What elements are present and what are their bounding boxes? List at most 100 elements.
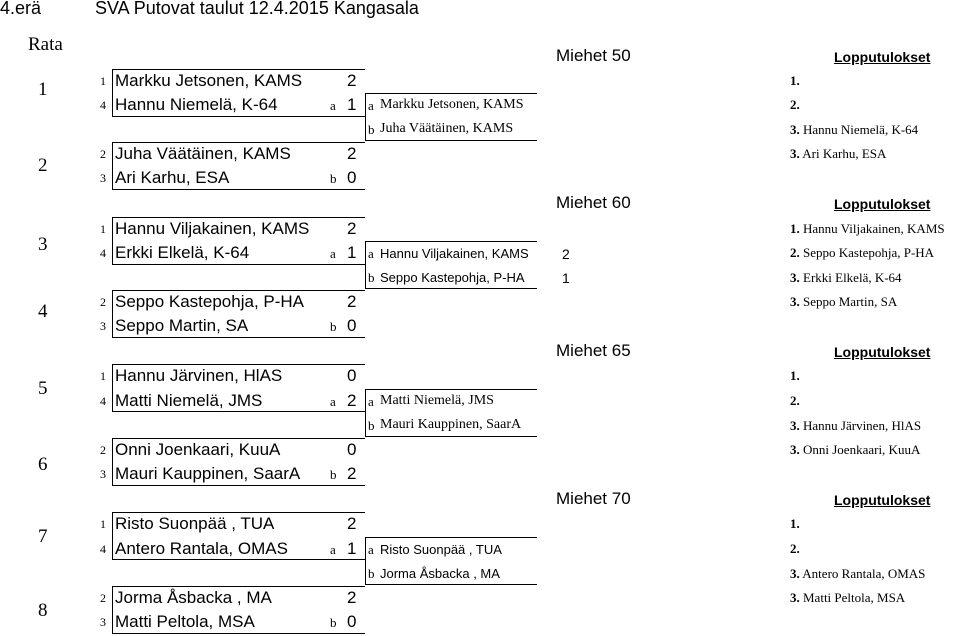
result-row: 3. Ari Karhu, ESA — [790, 146, 887, 161]
player-score: 0 — [347, 316, 357, 335]
player-name: Matti Peltola, MSA — [115, 612, 255, 631]
category-title: Miehet 70 — [556, 489, 631, 508]
result-row: 1. — [790, 73, 800, 88]
player-position: 2 — [100, 295, 106, 309]
rata-label: Rata — [28, 34, 63, 55]
player-name: Onni Joenkaari, KuuA — [115, 440, 281, 459]
match-box — [112, 69, 365, 117]
result-row: 3. Hannu Niemelä, K-64 — [790, 122, 919, 137]
player-name: Erkki Elkelä, K-64 — [115, 243, 250, 262]
result-row: 2. — [790, 393, 800, 408]
player-score: 1 — [347, 539, 357, 558]
final-tag: b — [368, 566, 375, 581]
final-box — [365, 389, 537, 437]
player-score: 0 — [347, 612, 357, 631]
player-position: 4 — [100, 394, 106, 408]
result-row: 3. Seppo Martin, SA — [790, 294, 898, 309]
result-row: 2. Seppo Kastepohja, P-HA — [790, 245, 935, 260]
player-position: 2 — [100, 147, 106, 161]
final-results-heading: Lopputulokset — [834, 344, 931, 360]
result-row: 2. — [790, 541, 800, 556]
bracket-tag: b — [330, 467, 337, 482]
result-row: 1. Hannu Viljakainen, KAMS — [790, 221, 945, 236]
category-title: Miehet 60 — [556, 193, 631, 212]
rata-number: 2 — [38, 155, 48, 176]
final-box — [365, 93, 537, 141]
category-title: Miehet 50 — [556, 46, 631, 65]
result-row: 3. Hannu Järvinen, HlAS — [790, 418, 922, 433]
round-label: 4.erä — [0, 0, 42, 18]
result-row: 3. Antero Rantala, OMAS — [790, 566, 926, 581]
player-name: Antero Rantala, OMAS — [115, 539, 288, 558]
player-score: 1 — [347, 95, 357, 114]
rata-number: 4 — [38, 301, 48, 322]
player-position: 2 — [100, 443, 106, 457]
player-name: Risto Suonpää , TUA — [115, 514, 275, 533]
player-score: 0 — [347, 440, 357, 459]
player-score: 0 — [347, 366, 357, 385]
final-tag: a — [368, 246, 374, 261]
player-score: 1 — [347, 243, 357, 262]
bracket-tag: a — [330, 394, 336, 409]
player-position: 4 — [100, 542, 106, 556]
player-score: 2 — [347, 144, 357, 163]
player-position: 3 — [100, 467, 106, 481]
bracket-tag: b — [330, 615, 337, 630]
category-title: Miehet 65 — [556, 341, 631, 360]
player-score: 2 — [347, 588, 357, 607]
player-name: Hannu Järvinen, HlAS — [115, 366, 283, 385]
match-box — [112, 438, 365, 486]
player-score: 2 — [347, 292, 357, 311]
match-box — [112, 142, 365, 190]
final-box — [365, 241, 537, 289]
result-row: 3. Matti Peltola, MSA — [790, 590, 906, 605]
player-name: Matti Niemelä, JMS — [115, 391, 263, 410]
player-position: 1 — [100, 517, 106, 531]
match-box — [112, 512, 365, 560]
finalist-name: Risto Suonpää , TUA — [380, 542, 502, 557]
player-score: 2 — [347, 219, 357, 238]
player-name: Seppo Kastepohja, P-HA — [115, 292, 305, 311]
rata-number: 3 — [38, 234, 48, 255]
rata-number: 8 — [38, 600, 48, 621]
finalist-name: Juha Väätäinen, KAMS — [380, 121, 514, 136]
rata-number: 1 — [38, 79, 48, 100]
player-score: 2 — [347, 514, 357, 533]
player-position: 4 — [100, 246, 106, 260]
final-results-heading: Lopputulokset — [834, 49, 931, 65]
player-position: 1 — [100, 74, 106, 88]
final-tag: b — [368, 418, 375, 433]
match-box — [112, 364, 365, 412]
result-row: 1. — [790, 368, 800, 383]
player-name: Mauri Kauppinen, SaarA — [115, 464, 301, 483]
rata-number: 7 — [38, 526, 48, 547]
rata-number: 6 — [38, 454, 48, 475]
finalist-name: Seppo Kastepohja, P-HA — [380, 270, 525, 285]
bracket-tag: b — [330, 319, 337, 334]
match-box — [112, 217, 365, 265]
final-results-heading: Lopputulokset — [834, 492, 931, 508]
result-row: 3. Onni Joenkaari, KuuA — [790, 442, 921, 457]
match-box — [112, 586, 365, 634]
bracket-tag: a — [330, 542, 336, 557]
final-box — [365, 537, 537, 585]
finalist-name: Hannu Viljakainen, KAMS — [380, 246, 529, 261]
bracket-tag: a — [330, 246, 336, 261]
player-name: Jorma Åsbacka , MA — [115, 588, 272, 607]
player-position: 4 — [100, 98, 106, 112]
bracket-tag: a — [330, 98, 336, 113]
page-title: SVA Putovat taulut 12.4.2015 Kangasala — [95, 0, 419, 18]
player-name: Markku Jetsonen, KAMS — [115, 71, 303, 90]
final-tag: b — [368, 270, 375, 285]
final-results-heading: Lopputulokset — [834, 196, 931, 212]
final-tag: a — [368, 542, 374, 557]
player-score: 2 — [347, 71, 357, 90]
final-tag: a — [368, 394, 374, 409]
finalist-name: Jorma Åsbacka , MA — [380, 566, 500, 581]
player-score: 2 — [347, 391, 357, 410]
player-position: 1 — [100, 369, 106, 383]
rata-number: 5 — [38, 378, 48, 399]
player-position: 3 — [100, 319, 106, 333]
player-position: 3 — [100, 615, 106, 629]
player-position: 2 — [100, 591, 106, 605]
